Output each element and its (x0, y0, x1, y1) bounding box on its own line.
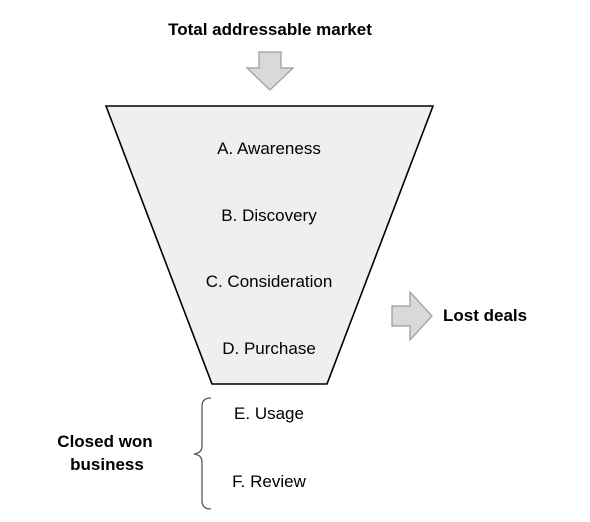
funnel-stage-consideration: C. Consideration (205, 272, 333, 291)
down-arrow-icon (245, 51, 295, 91)
closed-won-label-line-2: business (70, 455, 144, 474)
funnel-stage-discovery: B. Discovery (221, 206, 317, 225)
funnel-shape (104, 105, 435, 385)
post-stage-usage: E. Usage (234, 404, 304, 423)
top-label: Total addressable market (168, 20, 372, 39)
lost-deals-label: Lost deals (443, 306, 528, 325)
funnel-stage-purchase: D. Purchase (222, 339, 316, 358)
closed-won-label-line-1: Closed won (57, 432, 153, 451)
left-brace-icon (193, 397, 212, 510)
right-arrow-icon (391, 290, 433, 342)
post-stage-review: F. Review (232, 472, 306, 491)
funnel-stage-awareness: A. Awareness (217, 139, 321, 158)
